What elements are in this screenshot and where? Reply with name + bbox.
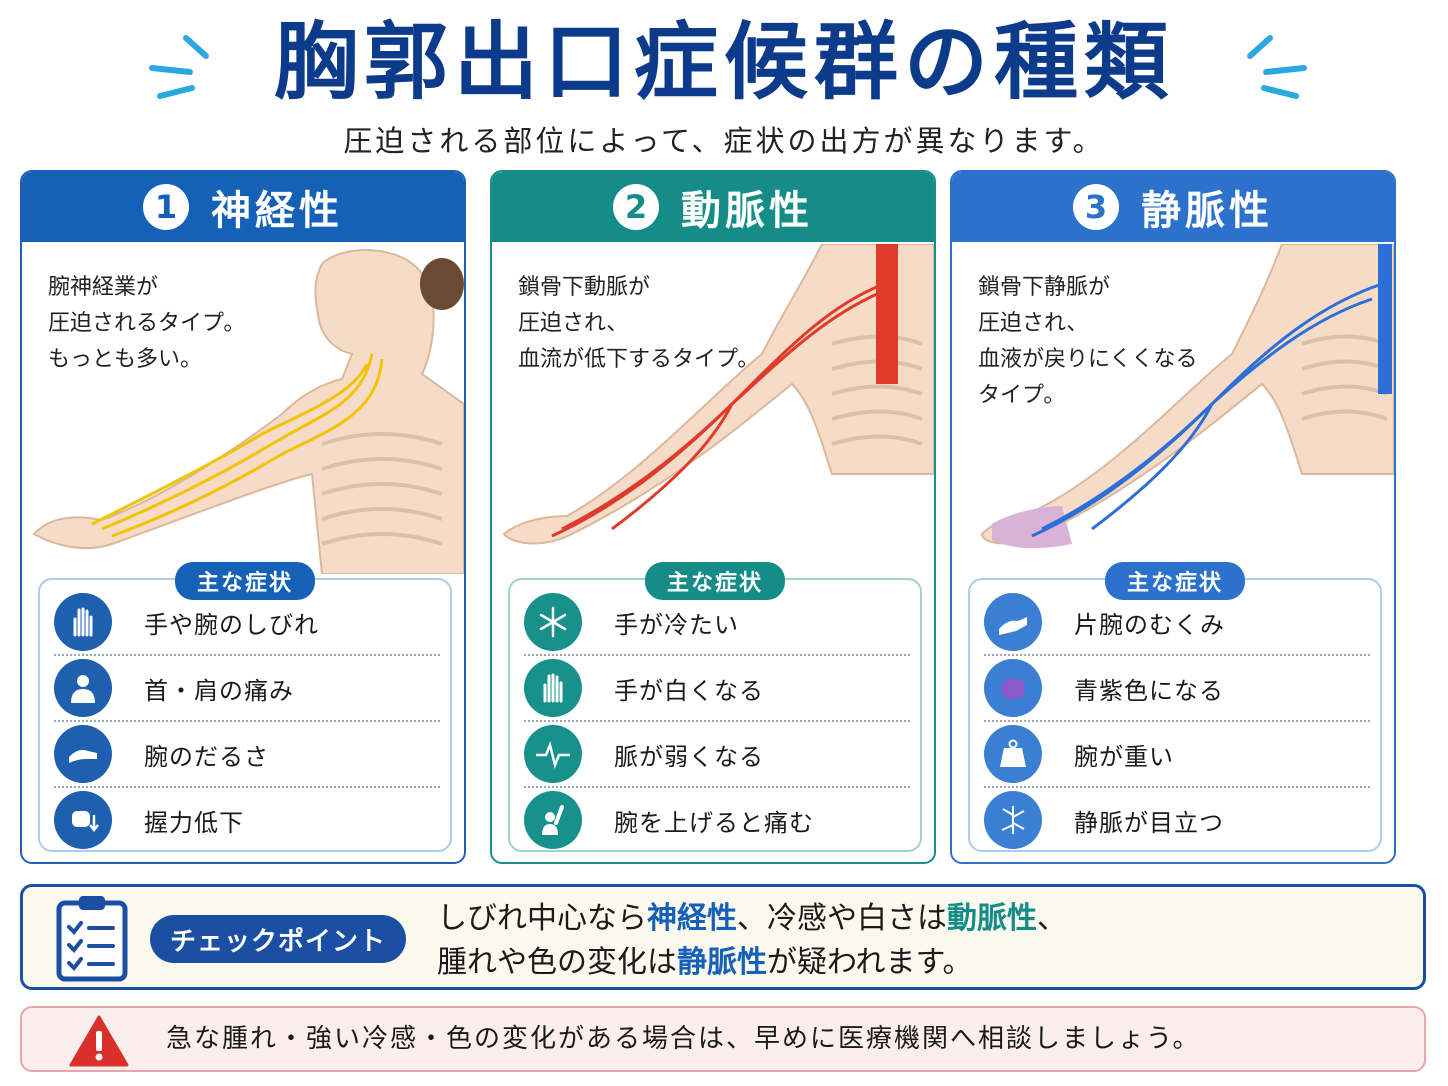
neck-shoulder-pain-icon	[54, 659, 112, 717]
artery-illustration	[502, 244, 934, 545]
symptom-label: 片腕のむくみ	[1074, 610, 1225, 639]
arm-swelling-icon	[984, 593, 1042, 651]
symptom-row: 脈が弱くなる	[524, 722, 910, 788]
panel-description: 鎖骨下動脈が 圧迫され、 血流が低下するタイプ。	[518, 275, 760, 372]
panel-header: 3 静脈性	[952, 172, 1394, 242]
symptom-label: 腕を上げると痛む	[614, 808, 814, 837]
symptom-label: 首・肩の痛み	[144, 676, 294, 705]
panel-title: 神経性	[211, 188, 343, 234]
symptom-label: 手が白くなる	[614, 676, 764, 705]
vein-illustration	[980, 244, 1394, 549]
symptom-row: 青紫色になる	[984, 656, 1370, 722]
checkpoint-text: しびれ中心なら神経性、冷感や白さは動脈性、 腫れや色の変化は静脈性が疑われます。	[437, 901, 1067, 980]
symptom-row: 手や腕のしびれ	[54, 590, 440, 656]
checkpoint-box: チェックポイント しびれ中心なら神経性、冷感や白さは動脈性、 腫れや色の変化は静…	[20, 884, 1426, 990]
symptom-row: 静脈が目立つ	[984, 788, 1370, 852]
weight-icon	[984, 725, 1042, 783]
nerve-illustration	[32, 249, 464, 574]
arm-fatigue-icon	[54, 725, 112, 783]
symptoms-label: 主な症状	[174, 562, 316, 600]
symptom-row: 首・肩の痛み	[54, 656, 440, 722]
symptom-label: 青紫色になる	[1074, 676, 1224, 705]
panel-number: 1	[143, 184, 189, 230]
symptom-row: 腕のだるさ	[54, 722, 440, 788]
warning-text: 急な腫れ・強い冷感・色の変化がある場合は、早めに医療機関へ相談しましょう。	[166, 1024, 1201, 1054]
panel-neurogenic: 1 神経性 腕神経業が 圧迫されるタイプ。 もっとも多い。 主な症状 手や腕のし…	[20, 170, 466, 864]
symptom-row: 握力低下	[54, 788, 440, 852]
symptom-label: 腕が重い	[1074, 742, 1174, 771]
grip-weakness-icon	[54, 791, 112, 849]
symptom-label: 手や腕のしびれ	[144, 610, 319, 639]
page-title: 胸郭出口症候群の種類	[273, 13, 1174, 111]
panel-header: 2 動脈性	[492, 172, 934, 242]
panel-number: 2	[613, 184, 659, 230]
left-accent-lines	[149, 35, 209, 99]
snowflake-icon	[524, 593, 582, 651]
symptom-list: 主な症状 手が冷たい 手が白くなる 脈が弱くなる 腕を上げると痛む	[508, 562, 922, 852]
symptom-label: 脈が弱くなる	[614, 742, 764, 771]
symptom-label: 静脈が目立つ	[1074, 808, 1224, 837]
page-subtitle: 圧迫される部位によって、症状の出方が異なります。	[343, 124, 1105, 158]
symptom-row: 腕を上げると痛む	[524, 788, 910, 852]
checkpoint-badge: チェックポイント	[150, 915, 406, 963]
hand-tingling-icon	[54, 593, 112, 651]
panel-number: 3	[1073, 184, 1119, 230]
white-hand-icon	[524, 659, 582, 717]
panel-arterial: 2 動脈性 鎖骨下動脈が 圧迫され、 血流が低下するタイプ。 主な症状 手が冷た…	[490, 170, 936, 864]
warning-icon	[69, 1015, 129, 1067]
panel-description: 鎖骨下静脈が 圧迫され、 血液が戻りにくくなる タイプ。	[978, 275, 1198, 408]
checklist-icon	[56, 896, 128, 982]
symptoms-label: 主な症状	[644, 562, 786, 600]
symptom-row: 腕が重い	[984, 722, 1370, 788]
symptom-row: 片腕のむくみ	[984, 590, 1370, 656]
right-accent-lines	[1247, 35, 1307, 99]
symptom-label: 握力低下	[144, 808, 244, 837]
symptom-label: 腕のだるさ	[144, 742, 269, 771]
symptom-label: 手が冷たい	[614, 610, 739, 639]
symptom-list: 主な症状 片腕のむくみ 青紫色になる 腕が重い 静脈が目立つ	[968, 562, 1382, 852]
symptom-row: 手が白くなる	[524, 656, 910, 722]
bruise-icon	[984, 659, 1042, 717]
arm-raise-pain-icon	[524, 791, 582, 849]
symptom-row: 手が冷たい	[524, 590, 910, 656]
panel-title: 静脈性	[1141, 188, 1273, 234]
warning-box: 急な腫れ・強い冷感・色の変化がある場合は、早めに医療機関へ相談しましょう。	[20, 1006, 1426, 1072]
symptoms-label: 主な症状	[1104, 562, 1246, 600]
panel-header: 1 神経性	[22, 172, 464, 242]
panel-description: 腕神経業が 圧迫されるタイプ。 もっとも多い。	[48, 275, 246, 372]
panel-title: 動脈性	[681, 188, 813, 234]
panel-venous: 3 静脈性 鎖骨下静脈が 圧迫され、 血液が戻りにくくなる タイプ。 主な症状 …	[950, 170, 1396, 864]
symptom-list: 主な症状 手や腕のしびれ 首・肩の痛み 腕のだるさ 握力低下	[38, 562, 452, 852]
veins-icon	[984, 791, 1042, 849]
pulse-icon	[524, 725, 582, 783]
